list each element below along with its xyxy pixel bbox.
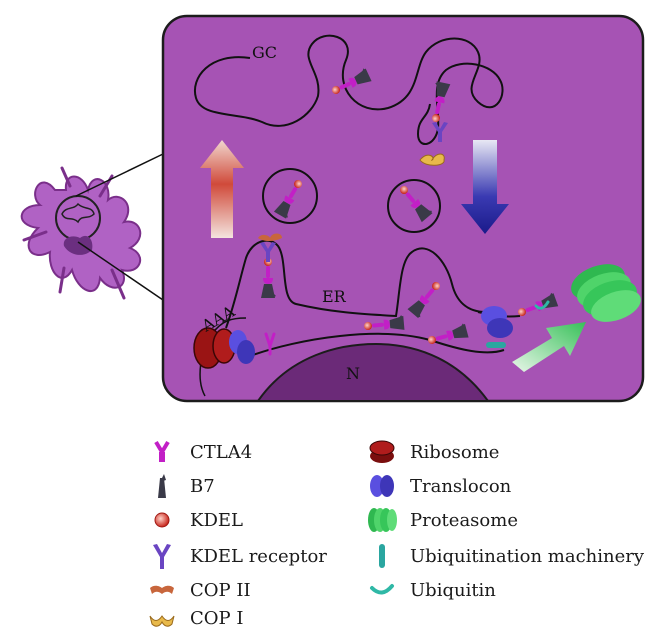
label-golgi: GC — [252, 43, 277, 62]
legend-label: COP I — [190, 607, 244, 629]
legend-label: CTLA4 — [190, 441, 253, 463]
dendritic-cell — [20, 166, 142, 300]
legend-label: Ubiquitin — [410, 579, 496, 601]
label-er: ER — [322, 287, 347, 306]
legend-label: KDEL receptor — [190, 545, 327, 567]
translocon-ribosome — [229, 330, 255, 364]
legend-label: COP II — [190, 579, 251, 601]
zoom-line-bottom — [77, 241, 164, 301]
label-nucleus: N — [346, 364, 360, 383]
legend-item-ubiquitination-machinery: Ubiquitination machinery — [366, 542, 644, 570]
degradation-arrow — [512, 322, 586, 372]
cop-i-coat — [419, 153, 445, 166]
legend-label: Proteasome — [410, 509, 518, 531]
ribosome-icon — [369, 440, 395, 463]
ubiquitin-mark — [534, 300, 550, 310]
legend-item-translocon: Translocon — [366, 472, 511, 500]
kdel-icon — [154, 512, 170, 528]
translocon-erad — [481, 306, 513, 338]
ctla4-icon — [154, 440, 170, 462]
ubiquitin-icon — [370, 584, 394, 595]
cop-ii-icon — [150, 585, 174, 594]
kdel-receptor-icon — [153, 544, 171, 569]
retrograde-arrow — [461, 140, 509, 234]
proteasome — [571, 264, 641, 322]
anterograde-arrow — [200, 140, 244, 238]
legend-label: Ubiquitination machinery — [410, 545, 645, 567]
legend-label: B7 — [190, 475, 215, 497]
ribosome — [193, 327, 236, 369]
b7-icon — [158, 474, 166, 498]
ubiquitination-machinery-icon — [379, 544, 385, 568]
ubiquitination-machinery — [486, 342, 506, 348]
vesicle-left — [262, 168, 318, 224]
legend-item-ubiquitin: Ubiquitin — [366, 576, 496, 604]
zoom-line-top — [75, 153, 164, 197]
vesicle-right — [387, 179, 441, 233]
proteasome-icon — [368, 508, 397, 532]
legend-label: KDEL — [190, 509, 243, 531]
legend-item-cop-i: COP I — [146, 604, 243, 632]
nucleus — [256, 342, 490, 401]
ctla4-nascent — [264, 332, 276, 356]
cop-ii-coat — [258, 233, 282, 241]
cop-i-icon — [149, 615, 175, 627]
er-membrane — [225, 239, 505, 357]
legend-item-kdel: KDEL — [146, 506, 243, 534]
legend-item-ctla4: CTLA4 — [146, 438, 252, 466]
legend-item-proteasome: Proteasome — [366, 506, 518, 534]
legend-item-ribosome: Ribosome — [366, 438, 499, 466]
legend-label: Translocon — [410, 475, 512, 497]
translocon-icon — [370, 475, 394, 497]
legend-item-kdel-receptor: KDEL receptor — [146, 542, 327, 570]
legend-label: Ribosome — [410, 441, 500, 463]
legend-item-cop-ii: COP II — [146, 576, 251, 604]
legend-item-b7: B7 — [146, 472, 215, 500]
